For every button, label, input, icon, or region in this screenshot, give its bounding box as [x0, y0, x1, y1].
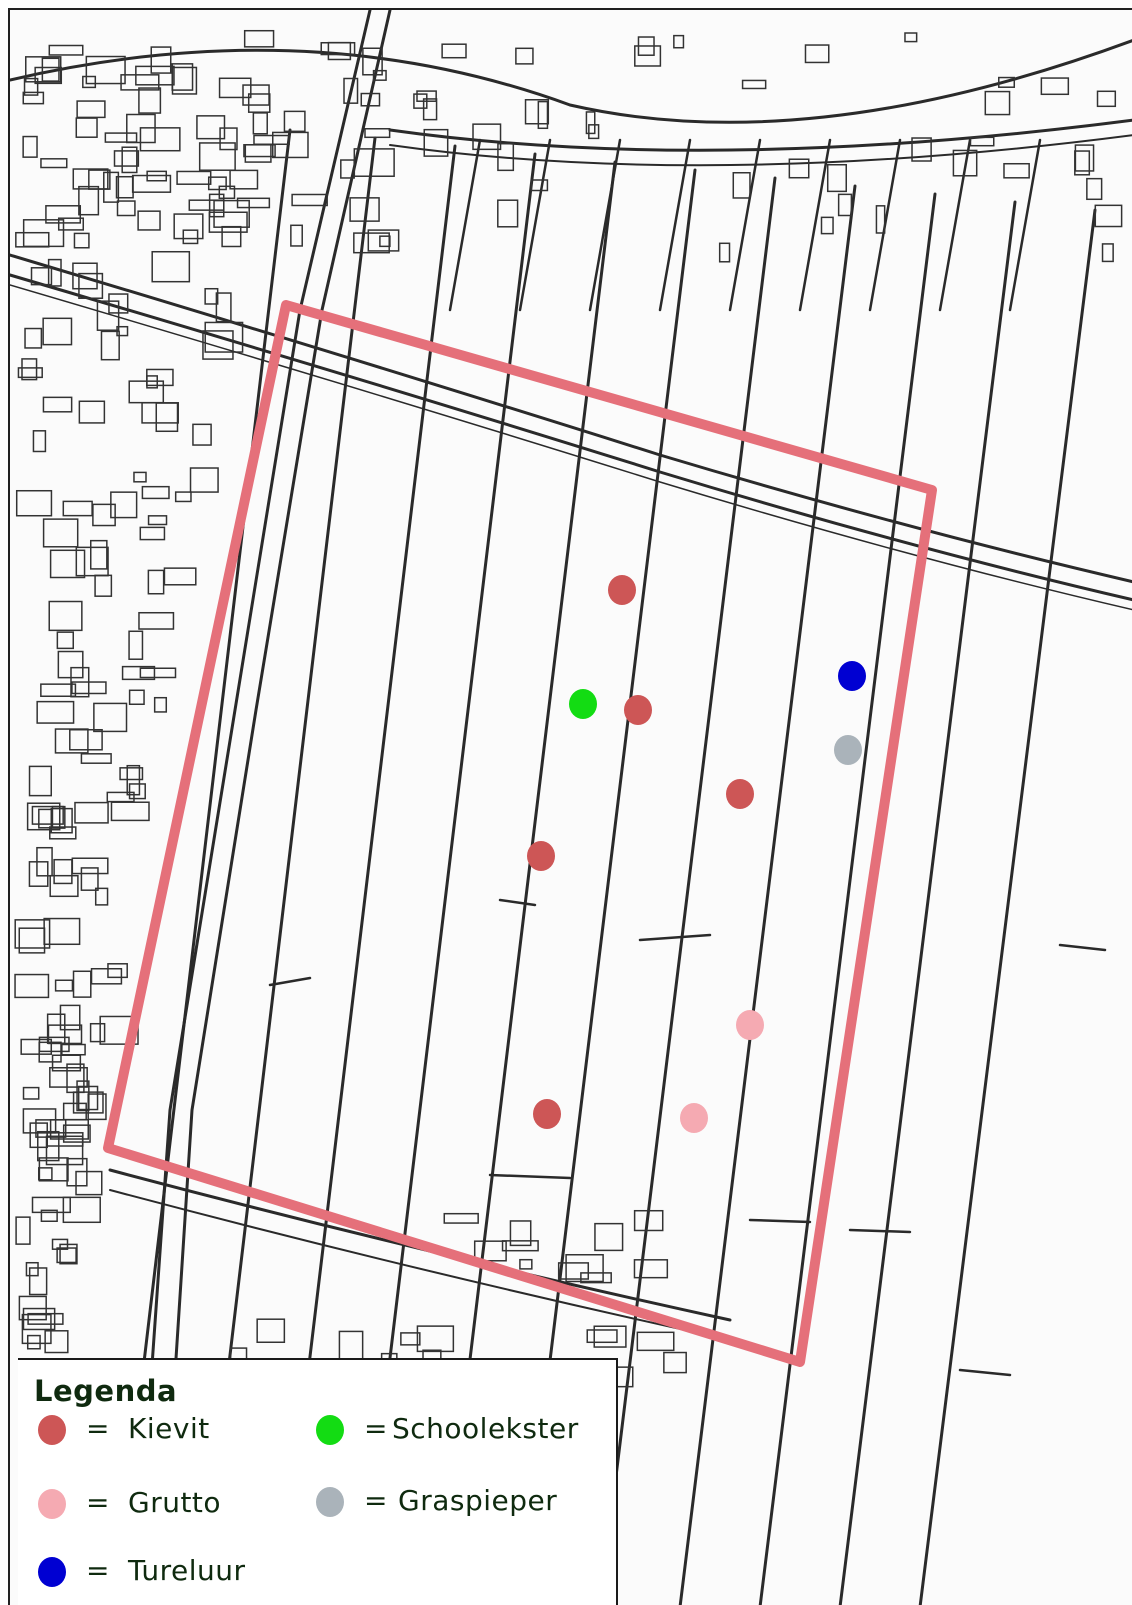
- legend-label-tureluur: Tureluur: [128, 1554, 246, 1587]
- observation-tureluur: [838, 661, 866, 691]
- observation-grutto: [680, 1103, 708, 1133]
- legend-equals: =: [364, 1484, 388, 1517]
- legend-item-schoolekster: = Schoolekster: [316, 1410, 606, 1450]
- legend-label-kievit: Kievit: [128, 1412, 210, 1445]
- graspieper-dot-icon: [316, 1487, 344, 1517]
- grutto-dot-icon: [38, 1489, 66, 1519]
- legend-equals: =: [364, 1412, 388, 1445]
- legend-item-tureluur: = Tureluur: [38, 1552, 328, 1592]
- legend-item-grutto: = Grutto: [38, 1484, 328, 1524]
- legend-label-graspieper: Graspieper: [398, 1484, 558, 1517]
- kievit-dot-icon: [38, 1415, 66, 1445]
- observation-kievit: [533, 1099, 561, 1129]
- legend-equals: =: [86, 1486, 110, 1519]
- observation-graspieper: [834, 735, 862, 765]
- observation-kievit: [624, 695, 652, 725]
- observation-kievit: [527, 841, 555, 871]
- legend-item-kievit: = Kievit: [38, 1410, 328, 1450]
- study-area-outline: [103, 300, 937, 1367]
- legend-equals: =: [86, 1412, 110, 1445]
- legend-title: Legenda: [34, 1374, 178, 1408]
- schoolekster-dot-icon: [316, 1415, 344, 1445]
- observation-schoolekster: [569, 689, 597, 719]
- tureluur-dot-icon: [38, 1557, 66, 1587]
- legend-label-schoolekster: Schoolekster: [392, 1412, 579, 1445]
- legend-equals: =: [86, 1554, 110, 1587]
- map-frame: Legenda = Kievit = Schoolekster = Grutto…: [8, 8, 1132, 1605]
- base-map: [10, 10, 1132, 1605]
- observation-kievit: [608, 575, 636, 605]
- observation-kievit: [726, 779, 754, 809]
- legend-label-grutto: Grutto: [128, 1486, 222, 1519]
- legend: Legenda = Kievit = Schoolekster = Grutto…: [18, 1358, 618, 1605]
- legend-item-graspieper: = Graspieper: [316, 1482, 606, 1522]
- observation-grutto: [736, 1010, 764, 1040]
